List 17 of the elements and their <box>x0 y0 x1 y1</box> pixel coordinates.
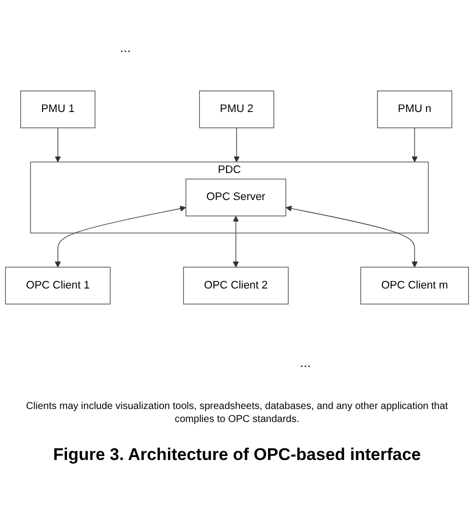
arrow <box>232 216 239 268</box>
ellipsis-label: ... <box>300 355 311 370</box>
node-box: PMU 2 <box>199 90 274 128</box>
node-box: OPC Client 1 <box>5 266 111 304</box>
note-text: Clients may include visualization tools, spreadsheets, databases, and any other application that complies to OPC standards. <box>25 400 449 426</box>
arrow <box>54 127 61 162</box>
arrow <box>54 206 186 268</box>
arrow <box>234 127 240 162</box>
node-box: OPC Client m <box>360 266 469 304</box>
arrow <box>412 127 418 162</box>
node-box: PMU n <box>377 90 452 128</box>
figure-caption: Figure 3. Architecture of OPC-based interface <box>52 445 422 465</box>
node-box: OPC Server <box>186 178 286 216</box>
node-box: PMU 1 <box>20 90 96 128</box>
node-box: OPC Client 2 <box>183 266 289 304</box>
ellipsis-label: ... <box>120 40 131 55</box>
arrow <box>286 206 418 268</box>
